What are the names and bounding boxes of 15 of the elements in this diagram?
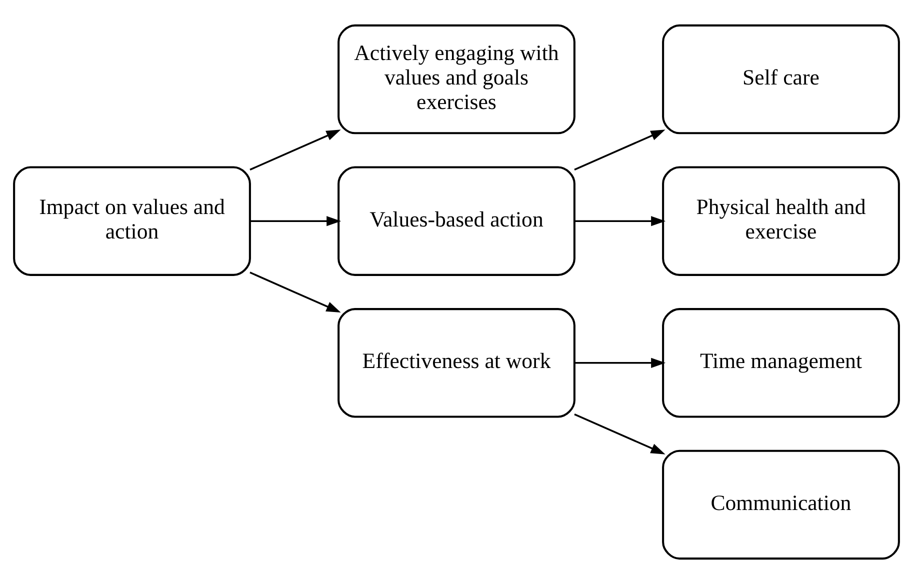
arrow [574, 129, 666, 170]
arrow [250, 129, 341, 170]
arrow [574, 412, 666, 454]
node-box: Impact on values and action [13, 166, 251, 276]
arrow [250, 216, 342, 226]
node-box: Communication [662, 449, 900, 560]
node-box: Actively engaging with values and goals exercises [338, 24, 576, 134]
arrow [574, 357, 666, 368]
arrow [574, 216, 666, 226]
node-box: Time management [662, 308, 900, 418]
node-box: Values-based action [338, 166, 576, 276]
node-box: Physical health and exercise [662, 166, 900, 276]
node-box: Effectiveness at work [338, 308, 576, 418]
node-box: Self care [662, 24, 900, 134]
arrow [250, 271, 341, 312]
